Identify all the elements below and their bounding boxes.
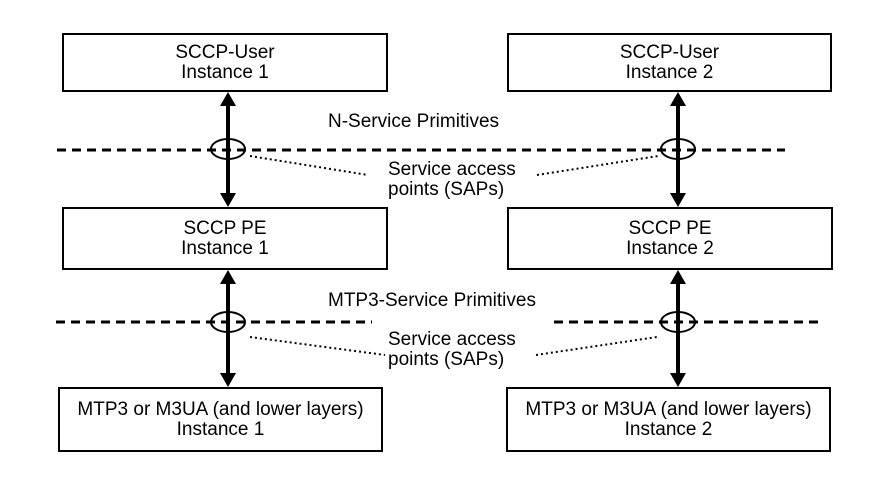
- box-subtitle: Instance 1: [176, 418, 265, 440]
- box-sccp-pe-instance-2: SCCP PE Instance 2: [507, 207, 833, 270]
- box-sccp-user-instance-2: SCCP-User Instance 2: [507, 33, 832, 92]
- box-subtitle: Instance 2: [626, 237, 714, 259]
- box-mtp3-m3ua-instance-2: MTP3 or M3UA (and lower layers) Instance…: [506, 387, 831, 452]
- box-title: SCCP PE: [628, 217, 712, 239]
- box-mtp3-m3ua-instance-1: MTP3 or M3UA (and lower layers) Instance…: [58, 387, 383, 452]
- box-sccp-user-instance-1: SCCP-User Instance 1: [62, 33, 388, 92]
- label-service-access-points-bottom: Service access points (SAPs): [388, 330, 516, 370]
- sap-ellipse-bottom-right: [660, 311, 696, 333]
- sap-leader-line-top-left: [249, 155, 369, 176]
- sap-leader-line-top-right: [536, 155, 659, 176]
- arrow-sccp-pe-2-mtp3-2: [670, 270, 686, 387]
- label-service-access-points-top: Service access points (SAPs): [388, 160, 516, 200]
- label-line: points (SAPs): [388, 349, 505, 370]
- arrow-sccp-user-2-sccp-pe-2: [670, 92, 686, 207]
- sap-ellipse-top-left: [210, 138, 246, 160]
- box-title: SCCP-User: [175, 41, 275, 63]
- label-line: Service access: [388, 329, 516, 350]
- box-title: MTP3 or M3UA (and lower layers): [525, 398, 812, 420]
- box-sccp-pe-instance-1: SCCP PE Instance 1: [62, 207, 388, 270]
- arrow-sccp-pe-1-mtp3-1: [220, 270, 236, 387]
- box-title: SCCP PE: [183, 217, 267, 239]
- sap-leader-line-bottom-left: [249, 336, 386, 356]
- box-subtitle: Instance 1: [181, 61, 269, 83]
- label-line: points (SAPs): [388, 179, 505, 200]
- sap-ellipse-top-right: [660, 138, 696, 160]
- box-subtitle: Instance 2: [624, 418, 713, 440]
- sap-leader-line-bottom-right: [535, 336, 658, 356]
- box-title: SCCP-User: [619, 41, 720, 63]
- label-mtp3-service-primitives: MTP3-Service Primitives: [328, 290, 536, 311]
- box-title: MTP3 or M3UA (and lower layers): [77, 398, 364, 420]
- box-subtitle: Instance 2: [625, 61, 714, 83]
- sap-ellipse-bottom-left: [210, 311, 246, 333]
- label-n-service-primitives: N-Service Primitives: [328, 111, 500, 132]
- label-line: Service access: [388, 159, 516, 180]
- box-subtitle: Instance 1: [181, 237, 269, 259]
- arrow-sccp-user-1-sccp-pe-1: [220, 92, 236, 207]
